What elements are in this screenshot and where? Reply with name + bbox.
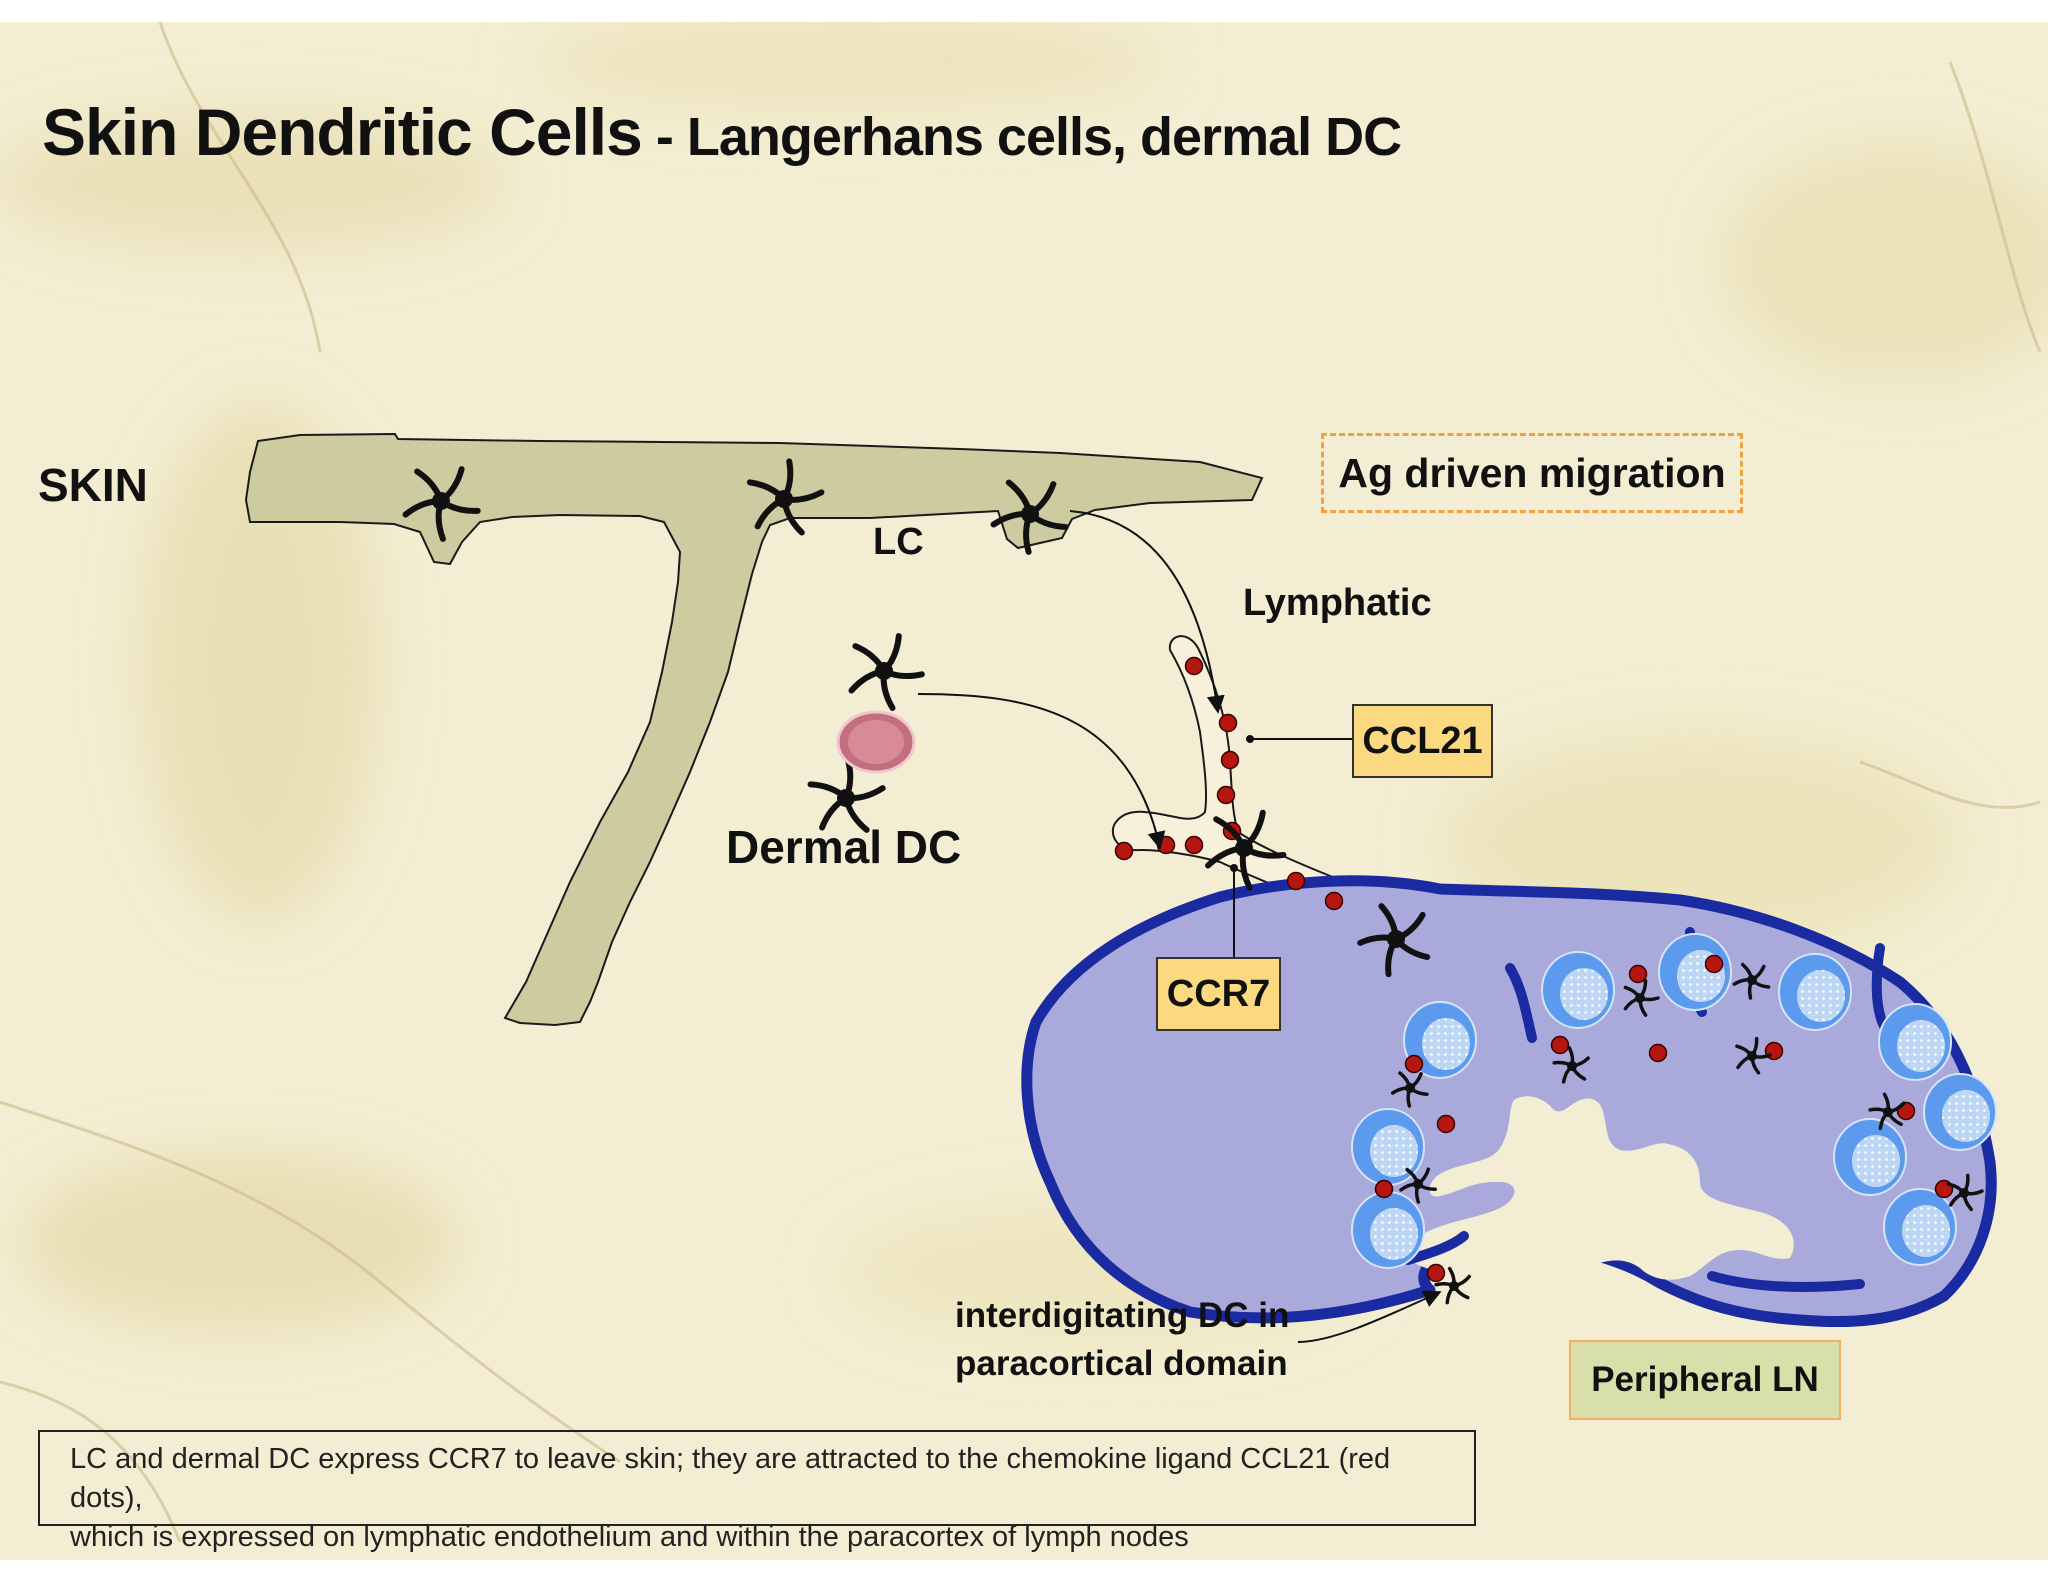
- interdigitating-dc: [1946, 1173, 1984, 1212]
- ccl21-dot: [1114, 841, 1134, 861]
- ccl21-dot: [1426, 1263, 1446, 1283]
- follicle-germinal-center: [1422, 1018, 1470, 1070]
- ccl21-dot: [1436, 1114, 1456, 1134]
- interdigitating-dc: [1623, 979, 1660, 1017]
- caption-line2: which is expressed on lymphatic endothel…: [70, 1521, 1189, 1553]
- page-title: Skin Dendritic Cells - Langerhans cells,…: [42, 94, 1402, 170]
- slide: Skin Dendritic Cells - Langerhans cells,…: [0, 22, 2048, 1560]
- ccl21-dot: [1286, 871, 1306, 891]
- migrating-dc: [1357, 903, 1431, 978]
- ccl21-dot: [1374, 1179, 1394, 1199]
- lymphatic-label: Lymphatic: [1243, 582, 1432, 624]
- follicle-germinal-center: [1370, 1208, 1418, 1260]
- peripheral-ln-box: Peripheral LN: [1569, 1340, 1841, 1420]
- langerhans-cell: [746, 458, 825, 536]
- lymph-node-hilum: [1406, 1096, 1794, 1281]
- caption-line1: LC and dermal DC express CCR7 to leave s…: [70, 1443, 1391, 1514]
- ccl21-dot: [1704, 954, 1724, 974]
- follicle-germinal-center: [1370, 1125, 1418, 1177]
- caption-box: LC and dermal DC express CCR7 to leave s…: [38, 1430, 1476, 1553]
- ccl21-connector-dot: [1246, 735, 1254, 743]
- ccl21-dot: [1184, 835, 1204, 855]
- interdigitating-dc: [1390, 1071, 1429, 1108]
- follicle-germinal-center: [1852, 1135, 1900, 1187]
- migrating-dc: [1205, 809, 1287, 891]
- interdigitating-dc: [1868, 1092, 1906, 1131]
- dendritic-cells: [402, 458, 1984, 1305]
- dermal-dc: [807, 757, 886, 833]
- interdigitating-dc: [1735, 1036, 1772, 1075]
- interdigitating-dc-label: interdigitating DC in paracortical domain: [955, 1292, 1289, 1388]
- interdigitating-dc: [1552, 1046, 1590, 1084]
- interdigitating-dc: [1399, 1167, 1438, 1204]
- follicle-germinal-center: [1897, 1020, 1945, 1072]
- interdigitating-line1: interdigitating DC in: [955, 1296, 1290, 1335]
- follicle-germinal-center: [1797, 970, 1845, 1022]
- ccl21-dot: [1220, 750, 1240, 770]
- ccl21-dot: [1184, 656, 1204, 676]
- ccl21-dot: [1404, 1054, 1424, 1074]
- epidermis-shape: [244, 432, 1264, 1027]
- ag-driven-migration-box: Ag driven migration: [1321, 433, 1743, 513]
- follicle-germinal-center: [1942, 1090, 1990, 1142]
- follicle-germinal-center: [1902, 1205, 1950, 1257]
- interdigitating-dc: [1434, 1266, 1472, 1305]
- skin-label: SKIN: [38, 459, 148, 511]
- lymphoid-follicles: [1351, 933, 1997, 1269]
- title-main: Skin Dendritic Cells: [42, 95, 643, 169]
- parchment-background: [0, 22, 2048, 1543]
- dermal-dc-label: Dermal DC: [726, 821, 962, 873]
- dermal-dc: [848, 633, 925, 711]
- lc-migration-arrow: [1069, 510, 1225, 714]
- lc-label: LC: [873, 521, 924, 563]
- interdigitating-dc-arrow: [1297, 1290, 1442, 1343]
- ccl21-dot: [1628, 964, 1648, 984]
- ccl21-dot: [1216, 785, 1236, 805]
- interdigitating-dc: [1732, 962, 1771, 1000]
- ccr7-connector-dot: [1230, 864, 1238, 872]
- ccr7-box: CCR7: [1156, 957, 1281, 1031]
- ccl21-dot: [1648, 1043, 1668, 1063]
- ccl21-dot: [1218, 713, 1238, 733]
- title-sub: Langerhans cells, dermal DC: [686, 107, 1402, 167]
- langerhans-cell: [990, 479, 1069, 555]
- lymph-node-trabeculae: [1403, 927, 1889, 1292]
- follicle-germinal-center: [1560, 968, 1608, 1020]
- title-separator: -: [641, 107, 687, 167]
- interdigitating-line2: paracortical domain: [955, 1344, 1288, 1383]
- ccl21-dot: [1324, 891, 1344, 911]
- ccl21-box: CCL21: [1352, 704, 1493, 778]
- dermal-dc-migration-arrow: [917, 693, 1166, 850]
- ccl21-dot: [1550, 1035, 1570, 1055]
- langerhans-cell: [402, 466, 481, 542]
- dermal-blood-vessel-lumen: [848, 720, 904, 764]
